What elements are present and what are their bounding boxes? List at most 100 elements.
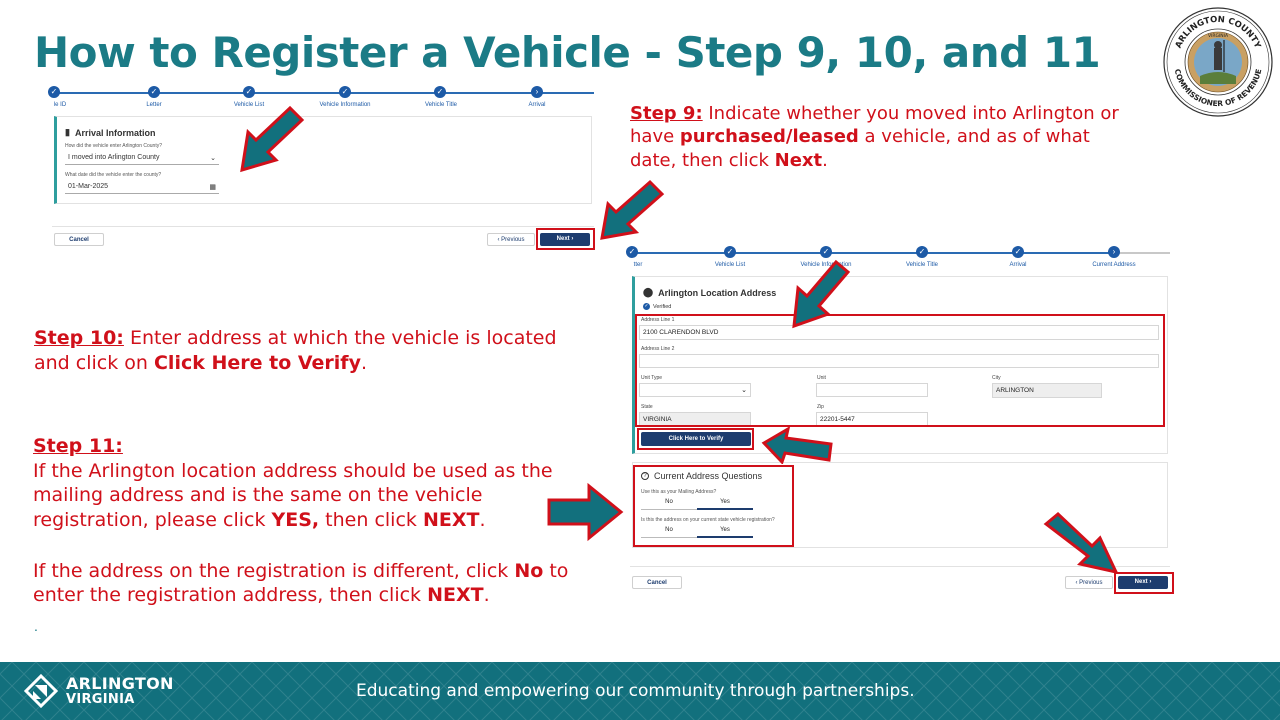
step9-text-1: Indicate whether you moved into Arlingto…: [630, 103, 1119, 148]
previous-label: Previous: [501, 237, 525, 243]
registration-no-option[interactable]: No: [641, 524, 697, 538]
arrival-date-value: 01-Mar-2025: [68, 183, 109, 190]
step-current-icon: ›: [1108, 246, 1120, 258]
next-button[interactable]: Next ›: [1118, 576, 1168, 589]
step-label: Current Address: [1092, 262, 1136, 268]
county-seal-logo: ARLINGTON COUNTY COMMISSIONER OF REVENUE…: [1163, 7, 1273, 117]
step11-p2-text-2: to enter the registration address, then …: [33, 559, 569, 607]
step-check-icon: ✓: [626, 246, 638, 258]
q2-label: What date did the vehicle enter the coun…: [65, 172, 162, 178]
footer-pattern: [0, 662, 1280, 720]
step10-heading: Step 10:: [34, 327, 124, 349]
help-circle-icon: ?: [641, 472, 649, 480]
chevron-right-icon: ›: [569, 236, 574, 242]
step-label: le ID: [53, 102, 67, 108]
step-label: Vehicle List: [233, 102, 265, 108]
step9-bold-2: Next: [774, 149, 823, 171]
step11-p2-bold-1: No: [514, 559, 544, 582]
chevron-down-icon: ⌄: [741, 387, 747, 394]
next-label: Next: [1134, 579, 1148, 585]
step10-bold-1: Click Here to Verify: [153, 351, 361, 374]
step-check-icon: ✓: [916, 246, 928, 258]
step-current-icon: ›: [531, 86, 543, 98]
step11-paragraph-1: If the Arlington location address should…: [33, 459, 603, 533]
step-label: Arrival: [1009, 262, 1027, 268]
registration-question-label: Is this the address on your current stat…: [641, 517, 775, 523]
unit-type-select[interactable]: ⌄: [639, 383, 751, 397]
step11-p1-text-3: .: [479, 509, 486, 532]
logo-line1: ARLINGTON: [66, 673, 174, 693]
arrival-method-select[interactable]: I moved into Arlington County ⌄: [65, 152, 219, 165]
step11-p1-bold-2: NEXT: [422, 509, 480, 532]
step9-instructions: Step 9: Indicate whether you moved into …: [630, 102, 1130, 172]
next-button[interactable]: Next ›: [540, 233, 590, 246]
registration-yes-option[interactable]: Yes: [697, 524, 753, 538]
arrow-to-arrival-form-icon: [240, 105, 305, 173]
previous-label: Previous: [1079, 580, 1103, 586]
address-line1-input[interactable]: 2100 CLARENDON BLVD: [639, 325, 1159, 340]
step11-p2-text-1: If the address on the registration is di…: [33, 559, 515, 582]
step11-p1-text-2: then click: [319, 509, 423, 532]
mailing-no-option[interactable]: No: [641, 496, 697, 510]
step11-instructions: Step 11: If the Arlington location addre…: [33, 434, 603, 634]
verified-label: Verified: [653, 303, 672, 310]
map-icon: ▮: [65, 127, 70, 137]
location-pin-icon: ⬤: [643, 287, 654, 297]
step-check-icon: ✓: [820, 246, 832, 258]
card-title: Arlington Location Address: [658, 287, 777, 298]
address-highlight: [635, 314, 1165, 427]
seal-inner-text: VIRGINIA: [1208, 33, 1229, 39]
step-label: tter: [633, 262, 643, 268]
progress-stepper: ✓ ✓ ✓ ✓ ✓ › tter Vehicle List Vehicle In…: [626, 244, 1170, 274]
address-line2-input[interactable]: [639, 354, 1159, 368]
city-label: City: [992, 375, 1001, 381]
arrival-date-input[interactable]: 01-Mar-2025 ▦: [65, 181, 219, 194]
progress-stepper: ✓ ✓ ✓ ✓ ✓ › le ID Letter Vehicle List Ve…: [48, 84, 594, 114]
step-check-icon: ✓: [1012, 246, 1024, 258]
arrow-to-address-fields-icon: [792, 259, 851, 329]
footer-bar: ARLINGTON VIRGINIA Educating and empower…: [0, 662, 1280, 720]
chevron-down-icon: ⌄: [210, 155, 216, 162]
chevron-left-icon: ‹: [1075, 580, 1080, 586]
calendar-icon: ▦: [209, 184, 216, 191]
chevron-left-icon: ‹: [497, 237, 502, 243]
state-label: State: [641, 404, 653, 410]
logo-line2: VIRGINIA: [66, 691, 135, 707]
next-highlight: [1114, 572, 1174, 594]
q1-label: How did the vehicle enter Arlington Coun…: [65, 143, 163, 149]
verify-highlight: [637, 428, 754, 450]
step-check-icon: ✓: [48, 86, 60, 98]
city-input[interactable]: ARLINGTON: [992, 383, 1102, 398]
step-check-icon: ✓: [339, 86, 351, 98]
unit-input[interactable]: [816, 383, 928, 397]
arrow-to-final-next-icon: [1043, 511, 1119, 575]
arrival-card: ▮ Arrival Information How did the vehicl…: [54, 116, 592, 204]
chevron-right-icon: ›: [1147, 579, 1152, 585]
arrow-to-next-button-icon: [600, 179, 665, 240]
previous-button[interactable]: ‹ Previous: [487, 233, 535, 246]
address-line1-label: Address Line 1: [641, 317, 675, 323]
step11-p1-text-1: If the Arlington location address should…: [33, 459, 553, 532]
step11-p2-text-3: .: [483, 584, 490, 607]
mailing-yes-option[interactable]: Yes: [697, 496, 753, 510]
step10-text-2: .: [360, 351, 368, 374]
step-check-icon: ✓: [148, 86, 160, 98]
stray-dot: .: [34, 618, 38, 634]
arrival-method-value: I moved into Arlington County: [68, 154, 160, 161]
next-label: Next: [556, 236, 570, 242]
step11-paragraph-2: If the address on the registration is di…: [33, 559, 603, 608]
step-label: Letter: [146, 102, 162, 108]
click-here-to-verify-button[interactable]: Click Here to Verify: [641, 432, 751, 446]
card-title: Current Address Questions: [654, 471, 763, 481]
step11-p1-bold-1: YES,: [271, 509, 320, 532]
mailing-question-label: Use this as your Mailing Address?: [641, 489, 717, 495]
step11-heading: Step 11:: [33, 435, 123, 457]
cancel-button[interactable]: Cancel: [632, 576, 682, 589]
step-check-icon: ✓: [243, 86, 255, 98]
cancel-button[interactable]: Cancel: [54, 233, 104, 246]
arrival-screenshot: ✓ ✓ ✓ ✓ ✓ › le ID Letter Vehicle List Ve…: [48, 84, 595, 254]
verified-check-icon: ✓: [643, 303, 650, 310]
previous-button[interactable]: ‹ Previous: [1065, 576, 1113, 589]
next-highlight: [536, 228, 595, 250]
unit-label: Unit: [817, 375, 826, 381]
